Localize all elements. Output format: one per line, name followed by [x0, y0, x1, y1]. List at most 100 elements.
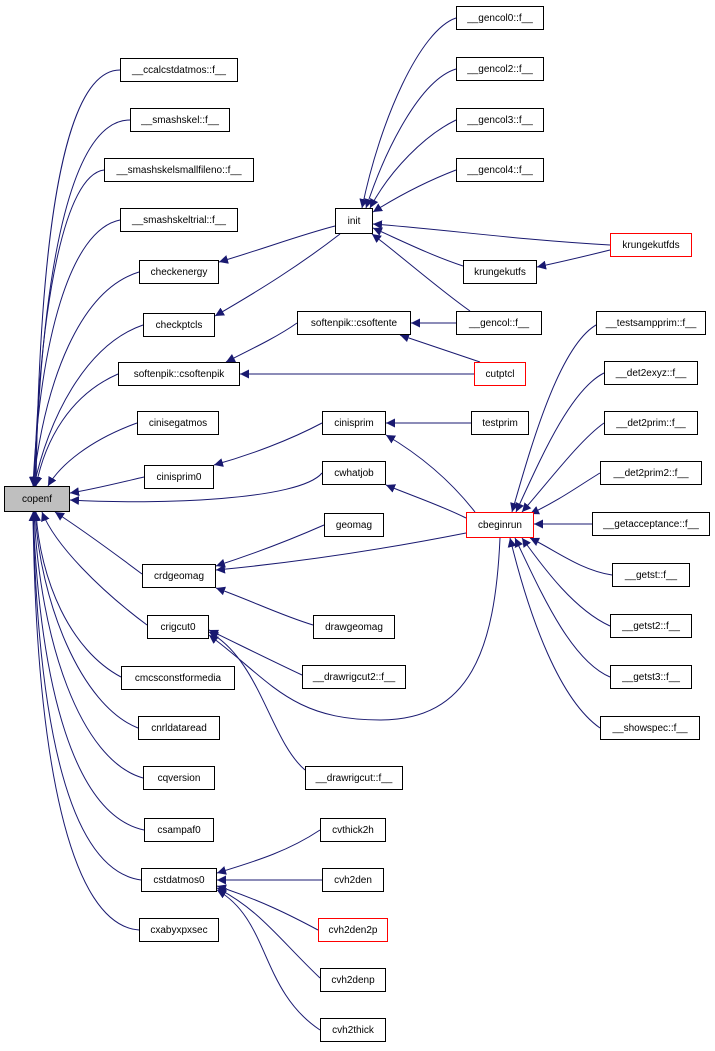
- node-checkptcls[interactable]: checkptcls: [143, 313, 215, 337]
- node-getacceptance[interactable]: __getacceptance::f__: [592, 512, 710, 536]
- call-edge: [364, 68, 457, 209]
- call-edge: [54, 511, 143, 575]
- call-edge: [507, 537, 601, 729]
- node-gencol4[interactable]: __gencol4::f__: [456, 158, 544, 182]
- node-cvthick2h[interactable]: cvthick2h: [320, 818, 386, 842]
- call-edge: [385, 484, 467, 519]
- node-gencol3[interactable]: __gencol3::f__: [456, 108, 544, 132]
- node-getst3[interactable]: __getst3::f__: [610, 665, 692, 689]
- node-csampaf0[interactable]: csampaf0: [144, 818, 214, 842]
- call-edge: [216, 889, 321, 1031]
- node-smashskeltrial[interactable]: __smashskeltrial::f__: [120, 208, 238, 232]
- node-csoftenpik[interactable]: softenpik::csoftenpik: [118, 362, 240, 386]
- call-edge: [30, 119, 131, 487]
- call-edge: [214, 233, 341, 317]
- call-edge: [213, 422, 323, 467]
- node-krungekutfds[interactable]: krungekutfds: [610, 233, 692, 257]
- call-edge: [372, 169, 457, 213]
- node-cnrldataread[interactable]: cnrldataread: [138, 716, 220, 740]
- node-det2prim2[interactable]: __det2prim2::f__: [600, 461, 702, 485]
- node-cvh2thick[interactable]: cvh2thick: [320, 1018, 386, 1042]
- call-edge: [47, 422, 138, 487]
- node-init[interactable]: init: [335, 208, 373, 234]
- node-getst[interactable]: __getst::f__: [612, 563, 690, 587]
- node-crdgeomag[interactable]: crdgeomag: [142, 564, 216, 588]
- call-edge: [208, 631, 306, 771]
- call-edge: [215, 524, 325, 568]
- call-edge: [28, 219, 121, 487]
- call-edge: [32, 511, 122, 678]
- call-edge: [515, 372, 605, 513]
- node-gencol0[interactable]: __gencol0::f__: [456, 6, 544, 30]
- call-edge: [28, 511, 145, 831]
- call-edge: [216, 884, 319, 931]
- node-cinisprim0[interactable]: cinisprim0: [144, 465, 214, 489]
- node-cstdatmos0[interactable]: cstdatmos0: [141, 868, 217, 892]
- call-edge: [510, 322, 601, 513]
- call-edge: [514, 537, 611, 678]
- node-testprim[interactable]: testprim: [471, 411, 529, 435]
- call-edge: [536, 249, 611, 270]
- node-getst2[interactable]: __getst2::f__: [610, 614, 692, 638]
- call-edge: [41, 511, 148, 626]
- call-edge: [215, 532, 467, 574]
- call-edge: [399, 333, 481, 363]
- node-crigcut0[interactable]: crigcut0: [147, 615, 209, 639]
- node-cwhatjob[interactable]: cwhatjob: [322, 461, 386, 485]
- call-edge: [218, 225, 336, 264]
- node-testsampprim[interactable]: __testsampprim::f__: [596, 311, 706, 335]
- node-drawrigcut[interactable]: __drawrigcut::f__: [305, 766, 403, 790]
- call-edge: [29, 511, 144, 779]
- call-edge: [529, 537, 613, 576]
- call-edge: [359, 17, 457, 209]
- node-smashskelsmallfileno[interactable]: __smashskelsmallfileno::f__: [104, 158, 254, 182]
- call-edge: [31, 69, 121, 487]
- node-showspec[interactable]: __showspec::f__: [600, 716, 700, 740]
- call-edge: [216, 887, 321, 979]
- call-edge: [521, 422, 605, 513]
- call-edge: [372, 227, 464, 267]
- node-krungekutfs[interactable]: krungekutfs: [463, 260, 537, 284]
- call-edge: [208, 537, 501, 721]
- node-smashskel[interactable]: __smashskel::f__: [130, 108, 230, 132]
- call-edge: [31, 324, 144, 487]
- node-ccalcstdatmos[interactable]: __ccalcstdatmos::f__: [120, 58, 238, 82]
- node-cvh2den[interactable]: cvh2den: [322, 868, 384, 892]
- call-edge: [29, 271, 140, 487]
- call-edge: [521, 537, 611, 627]
- call-edge: [216, 829, 321, 875]
- call-edge: [215, 586, 314, 626]
- node-cmcsconstformedia[interactable]: cmcsconstformedia: [121, 666, 235, 690]
- call-edge: [28, 511, 140, 931]
- call-edge: [385, 434, 476, 513]
- node-cqversion[interactable]: cqversion: [143, 766, 215, 790]
- node-det2exyz[interactable]: __det2exyz::f__: [604, 361, 698, 385]
- call-edge: [29, 169, 105, 487]
- node-copenf[interactable]: copenf: [4, 486, 70, 512]
- node-cbeginrun[interactable]: cbeginrun: [466, 512, 534, 538]
- node-drawgeomag[interactable]: drawgeomag: [313, 615, 395, 639]
- node-geomag[interactable]: geomag: [324, 513, 384, 537]
- call-edge: [369, 119, 457, 209]
- node-checkenergy[interactable]: checkenergy: [139, 260, 219, 284]
- call-edge: [371, 233, 471, 312]
- call-edge: [372, 220, 611, 246]
- node-gencol[interactable]: __gencol::f__: [456, 311, 542, 335]
- node-csoftente[interactable]: softenpik::csoftente: [297, 311, 411, 335]
- node-cinisprim[interactable]: cinisprim: [322, 411, 386, 435]
- call-edge: [69, 472, 323, 505]
- node-drawrigcut2[interactable]: __drawrigcut2::f__: [302, 665, 406, 689]
- node-cinisegatmos[interactable]: cinisegatmos: [137, 411, 219, 435]
- node-cxabyxpxsec[interactable]: cxabyxpxsec: [139, 918, 219, 942]
- call-edge: [69, 476, 145, 497]
- call-edge: [225, 322, 298, 363]
- node-gencol2[interactable]: __gencol2::f__: [456, 57, 544, 81]
- node-cvh2denp[interactable]: cvh2denp: [320, 968, 386, 992]
- call-edge: [529, 472, 601, 515]
- node-cutptcl[interactable]: cutptcl: [474, 362, 526, 386]
- node-cvh2den2p[interactable]: cvh2den2p: [318, 918, 388, 942]
- call-edge: [28, 511, 142, 881]
- node-det2prim[interactable]: __det2prim::f__: [604, 411, 698, 435]
